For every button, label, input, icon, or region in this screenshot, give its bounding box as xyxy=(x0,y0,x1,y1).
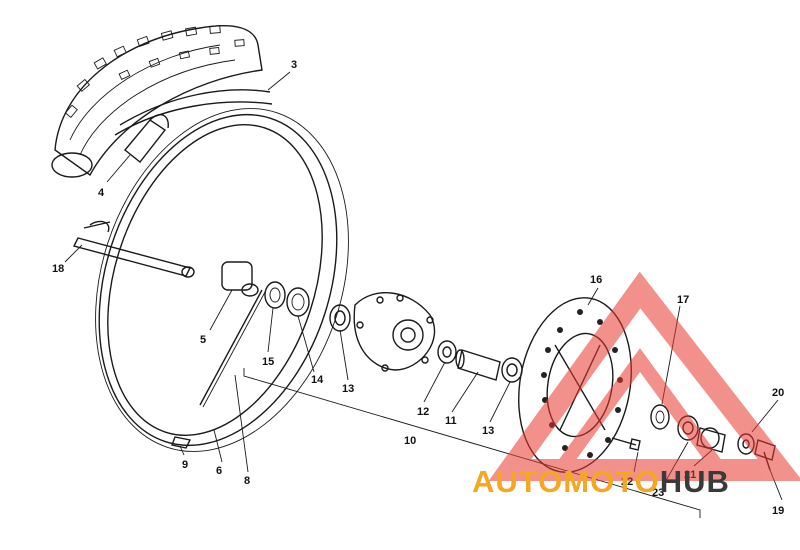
callout-10: 10 xyxy=(404,435,416,447)
callout-13-left: 13 xyxy=(342,383,354,395)
callout-15: 15 xyxy=(262,356,274,368)
callout-23: 23 xyxy=(652,487,664,499)
bearing-12 xyxy=(437,340,457,364)
valve-part xyxy=(124,114,169,163)
watermark-text: AUTOMOTOHUB xyxy=(472,464,730,500)
watermark-part-a: AUTO xyxy=(472,464,564,499)
watermark-logo xyxy=(488,271,800,481)
callout-17: 17 xyxy=(677,294,689,306)
callout-8: 8 xyxy=(244,475,250,487)
nipple-part xyxy=(171,436,192,449)
callout-6: 6 xyxy=(216,465,222,477)
callout-12: 12 xyxy=(417,406,429,418)
watermark-part-c: HUB xyxy=(659,464,730,499)
rim-part xyxy=(95,108,349,452)
spoke-part xyxy=(199,289,266,408)
watermark-part-b: MOTO xyxy=(563,464,660,499)
seal-17 xyxy=(650,404,670,430)
callout-4: 4 xyxy=(98,187,105,199)
axle-part xyxy=(72,220,195,278)
callout-9: 9 xyxy=(182,459,188,471)
inner-spacer-11 xyxy=(455,349,501,381)
group-10-bracket xyxy=(243,368,701,518)
leader-lines xyxy=(64,71,783,501)
hub-part xyxy=(353,291,436,372)
callout-18: 18 xyxy=(52,263,64,275)
callout-3: 3 xyxy=(291,59,297,71)
spacer-part xyxy=(221,261,259,297)
tyre-part xyxy=(51,25,273,178)
callout-19: 19 xyxy=(772,505,784,517)
callout-16: 16 xyxy=(590,274,602,286)
callout-11: 11 xyxy=(445,415,457,427)
callout-13-right: 13 xyxy=(482,425,494,437)
callout-14: 14 xyxy=(311,374,324,386)
disc-bolt xyxy=(611,437,641,451)
callout-20: 20 xyxy=(772,387,784,399)
bearing-left xyxy=(329,304,351,332)
callout-5: 5 xyxy=(200,334,206,346)
seal-rings xyxy=(264,281,310,317)
bearing-right xyxy=(501,357,523,383)
